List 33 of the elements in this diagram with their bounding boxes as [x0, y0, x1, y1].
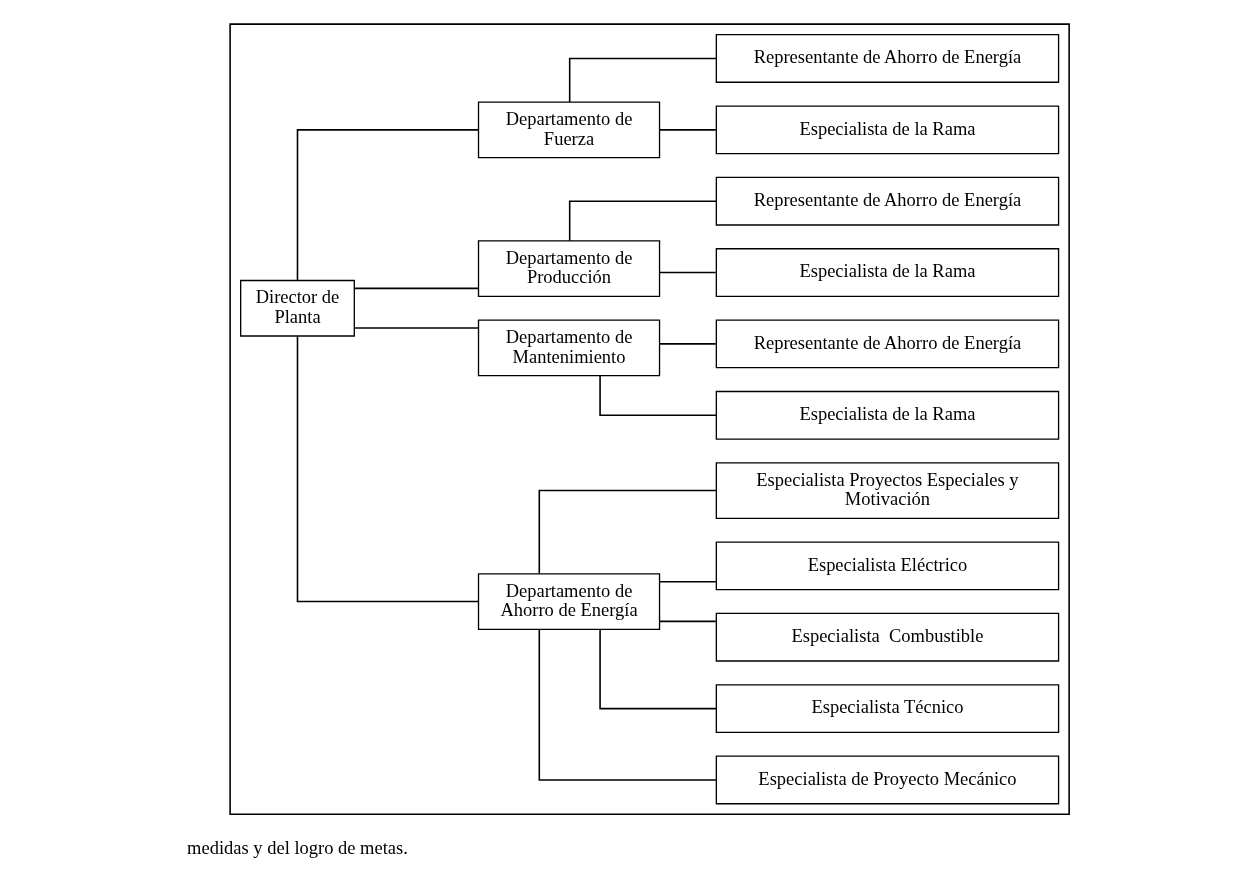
node-box: Especialista de la Rama — [715, 248, 1059, 297]
connector — [296, 335, 479, 603]
node-box: Representante de Ahorro de Energía — [715, 176, 1059, 226]
connector — [538, 489, 717, 575]
connector — [658, 620, 717, 623]
connector — [568, 57, 717, 103]
label: medidas y del logro de metas. — [186, 837, 408, 858]
node-box: Departamento de Mantenimiento — [477, 319, 660, 377]
connector — [296, 129, 479, 282]
connector — [538, 628, 717, 781]
node-box: Especialista Proyectos Especiales y Motivación — [715, 462, 1059, 519]
connector — [568, 200, 717, 242]
connector — [598, 628, 717, 710]
node-box: Especialista de Proyecto Mecánico — [715, 755, 1059, 805]
connector — [353, 287, 479, 290]
node-box: Representante de Ahorro de Energía — [715, 319, 1059, 369]
node-box: Especialista de la Rama — [715, 105, 1059, 155]
node-box: Representante de Ahorro de Energía — [715, 34, 1059, 83]
node-box: Departamento de Ahorro de Energía — [477, 573, 660, 630]
connector — [658, 129, 717, 131]
node-box: Especialista de la Rama — [715, 390, 1059, 440]
node-box: Departamento de Fuerza — [477, 101, 660, 159]
connector — [658, 271, 717, 274]
node-box: Especialista Eléctrico — [715, 541, 1059, 591]
connector — [598, 374, 717, 417]
connector — [353, 327, 479, 329]
connector — [658, 580, 717, 583]
node-box: Especialista Técnico — [715, 684, 1059, 734]
node-box: Departamento de Producción — [477, 240, 660, 297]
node-box: Especialista Combustible — [715, 612, 1059, 662]
node-box: Director de Planta — [239, 279, 355, 337]
cluster — [228, 23, 1070, 816]
connector — [658, 343, 717, 345]
